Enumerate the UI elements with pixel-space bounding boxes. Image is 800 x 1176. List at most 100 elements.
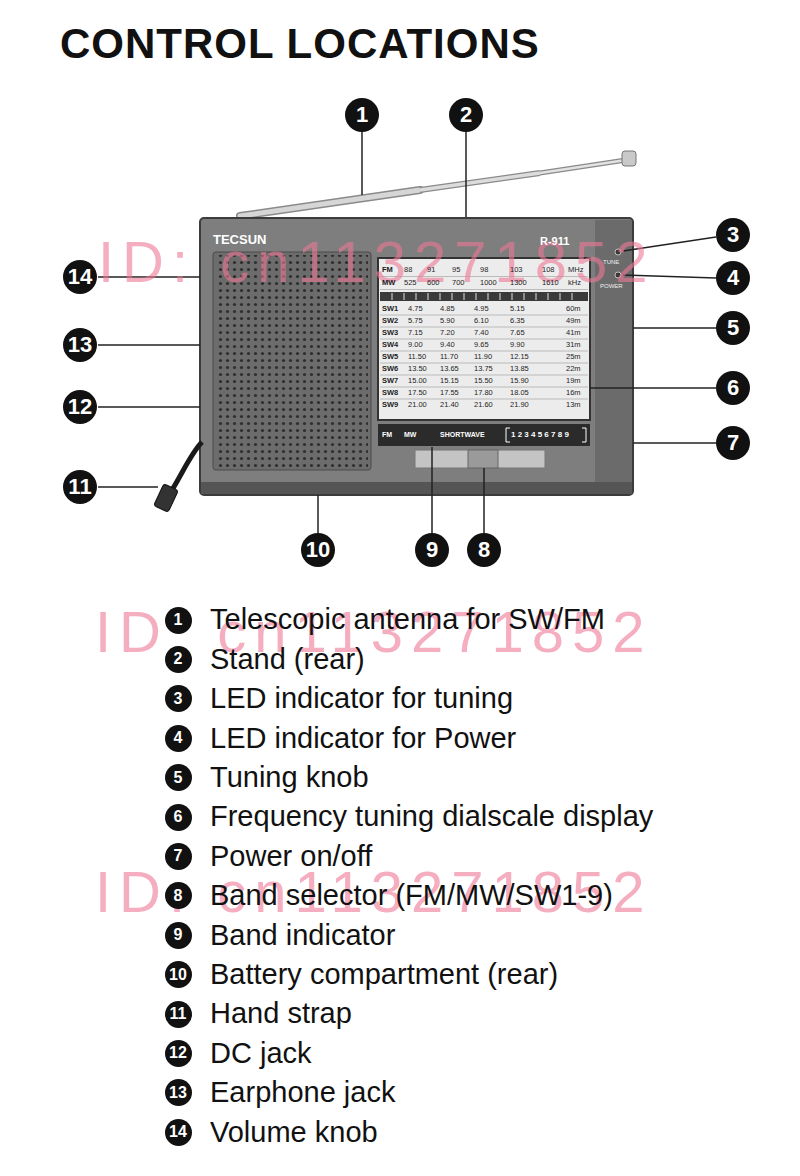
dial-cell: 7.20 [440, 329, 455, 338]
callout-number: 8 [467, 533, 501, 567]
dial-cell: 11.90 [474, 353, 492, 362]
callout-number: 12 [63, 390, 97, 424]
callout-number: 14 [63, 260, 97, 294]
callout-number: 12 [165, 1040, 192, 1067]
dial-cell: 11.50 [408, 353, 426, 362]
led-caption: TUNE [603, 259, 619, 266]
part-description: Battery compartment (rear) [210, 958, 558, 991]
antenna-rod [240, 190, 420, 216]
antenna-rod [540, 160, 626, 173]
part-description: Frequency tuning dialscale display [210, 800, 653, 833]
dial-cell: 21.90 [510, 401, 529, 410]
callout-number-text: 7 [174, 848, 183, 864]
callout-number-text: 10 [306, 539, 330, 561]
dial-cell: 31m [566, 341, 581, 350]
band-mark: 1 2 3 4 5 6 7 8 9 [511, 430, 569, 439]
callout-number: 4 [165, 725, 192, 752]
callout-number-text: 14 [169, 1124, 187, 1140]
dial-cell: 25m [566, 353, 581, 362]
part-description: Telescopic antenna for SW/FM [210, 603, 605, 636]
callout-number-text: 8 [478, 539, 490, 561]
leader-line [465, 132, 467, 217]
callout-number: 5 [165, 764, 192, 791]
callout-number-text: 1 [174, 612, 183, 628]
dial-cell: 17.80 [474, 389, 493, 398]
dial-cell: 1610 [542, 279, 559, 288]
callout-number: 9 [415, 533, 449, 567]
dial-cell: 91 [427, 266, 435, 275]
band-mark: FM [382, 431, 392, 439]
dial-cell: kHz [568, 279, 581, 288]
callout-number-text: 11 [170, 1006, 187, 1022]
leader-line [317, 495, 319, 533]
dial-cell: 12.15 [510, 353, 529, 362]
callout-number: 1 [345, 98, 379, 132]
dial-cell: 600 [427, 279, 440, 288]
dial-cell: 15.15 [440, 377, 459, 386]
part-description: Volume knob [210, 1116, 378, 1149]
dial-cell: 5.90 [440, 317, 455, 326]
dial-cell: 11.70 [440, 353, 458, 362]
callout-number: 8 [165, 882, 192, 909]
part-description: DC jack [210, 1037, 312, 1070]
part-description: Band indicator [210, 919, 395, 952]
dial-cell: 15.50 [474, 377, 493, 386]
callout-number: 6 [165, 804, 192, 831]
dial-cell: 13.50 [408, 365, 427, 374]
callout-number: 6 [716, 371, 750, 405]
callout-number-text: 4 [727, 267, 739, 289]
dial-cell: 41m [566, 329, 581, 338]
dial-cell: SW7 [382, 377, 398, 386]
leader-line [361, 132, 363, 195]
dial-cell: 19m [566, 377, 581, 386]
callout-number: 11 [165, 1001, 192, 1028]
page-title: CONTROL LOCATIONS [60, 20, 540, 68]
antenna-tip [622, 151, 636, 166]
callout-number: 3 [716, 218, 750, 252]
part-description: LED indicator for Power [210, 722, 516, 755]
dial-cell: SW1 [382, 305, 398, 314]
part-description: Band selector (FM/MW/SW1-9) [210, 879, 613, 912]
dial-cell: 4.75 [408, 305, 423, 314]
dial-cell: 9.90 [510, 341, 525, 350]
callout-number-text: 9 [426, 539, 438, 561]
dial-cell: 88 [404, 266, 412, 275]
callout-number-text: 2 [460, 104, 472, 126]
dial-cell: 22m [566, 365, 581, 374]
callout-number-text: 3 [174, 691, 183, 707]
part-description: Earphone jack [210, 1076, 395, 1109]
callout-number-text: 5 [727, 317, 739, 339]
dial-cell: MHz [568, 266, 583, 275]
dial-cell: SW9 [382, 401, 398, 410]
band-slider-track [415, 450, 545, 468]
dial-cell: 18.05 [510, 389, 529, 398]
callout-number: 9 [165, 922, 192, 949]
dial-cell: 21.60 [474, 401, 493, 410]
antenna-rod [240, 190, 420, 216]
dial-cell: 49m [566, 317, 581, 326]
dial-cell: 13.75 [474, 365, 493, 374]
part-description: Power on/off [210, 840, 372, 873]
dial-cell: 7.40 [474, 329, 489, 338]
part-description: LED indicator for tuning [210, 682, 513, 715]
leader-line [431, 447, 433, 533]
dial-cell: SW5 [382, 353, 398, 362]
dial-cell: 21.00 [408, 401, 427, 410]
callout-number-text: 13 [169, 1085, 187, 1101]
strap-end [154, 484, 179, 513]
callout-number-text: 4 [174, 730, 183, 746]
callout-number: 7 [165, 843, 192, 870]
callout-number-text: 11 [68, 476, 91, 498]
callout-number-text: 12 [68, 396, 92, 418]
dial-cell: 15.90 [510, 377, 529, 386]
dial-cell: 16m [566, 389, 581, 398]
dial-cell: MW [382, 279, 395, 288]
dial-cell: 1000 [480, 279, 497, 288]
dial-cell: SW2 [382, 317, 398, 326]
callout-number: 14 [165, 1119, 192, 1146]
dial-cell: 17.55 [440, 389, 459, 398]
callout-number-text: 8 [174, 888, 183, 904]
dial-cell: 7.65 [510, 329, 525, 338]
hand-strap [172, 442, 202, 490]
